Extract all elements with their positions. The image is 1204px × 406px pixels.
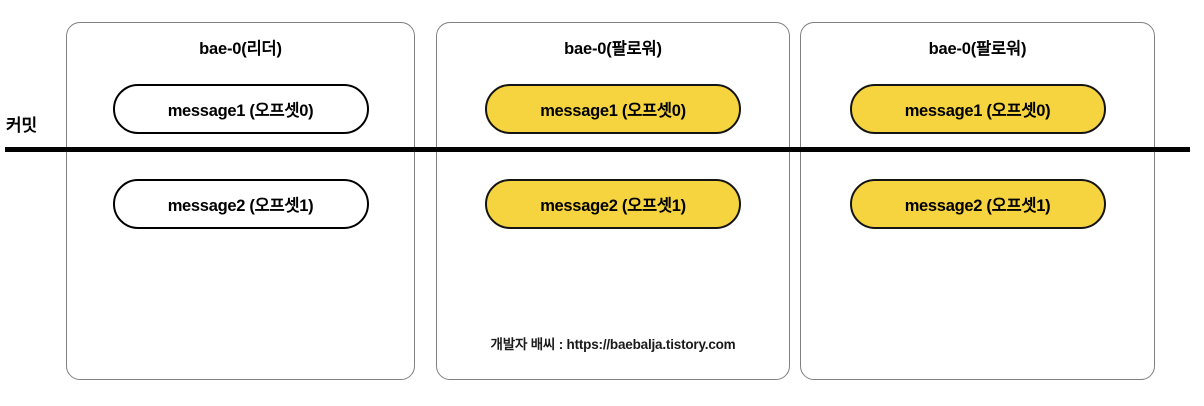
message-pill-leader-offset0: message1 (오프셋0) [112, 84, 369, 134]
message-pill-follower-2-offset0: message1 (오프셋0) [849, 84, 1106, 134]
broker-panel-leader: bae-0(리더) message1 (오프셋0) message2 (오프셋1… [66, 22, 415, 380]
broker-panel-follower-1: bae-0(팔로워) message1 (오프셋0) message2 (오프셋… [436, 22, 790, 380]
commit-axis-label: 커밋 [6, 116, 37, 135]
message-pill-follower-2-offset1: message2 (오프셋1) [849, 179, 1106, 229]
panel-title-follower-2: bae-0(팔로워) [928, 40, 1027, 58]
broker-panel-follower-2: bae-0(팔로워) message1 (오프셋0) message2 (오프셋… [800, 22, 1155, 380]
panel-title-leader: bae-0(리더) [199, 40, 282, 58]
message-pill-leader-offset1: message2 (오프셋1) [112, 179, 369, 229]
panel-title-follower-1: bae-0(팔로워) [564, 40, 662, 58]
message-pill-follower-1-offset0: message1 (오프셋0) [485, 84, 741, 134]
message-pill-follower-1-offset1: message2 (오프셋1) [485, 179, 741, 229]
author-watermark: 개발자 배씨 : https://baebalja.tistory.com [490, 337, 736, 352]
commit-boundary-line [5, 147, 1190, 152]
